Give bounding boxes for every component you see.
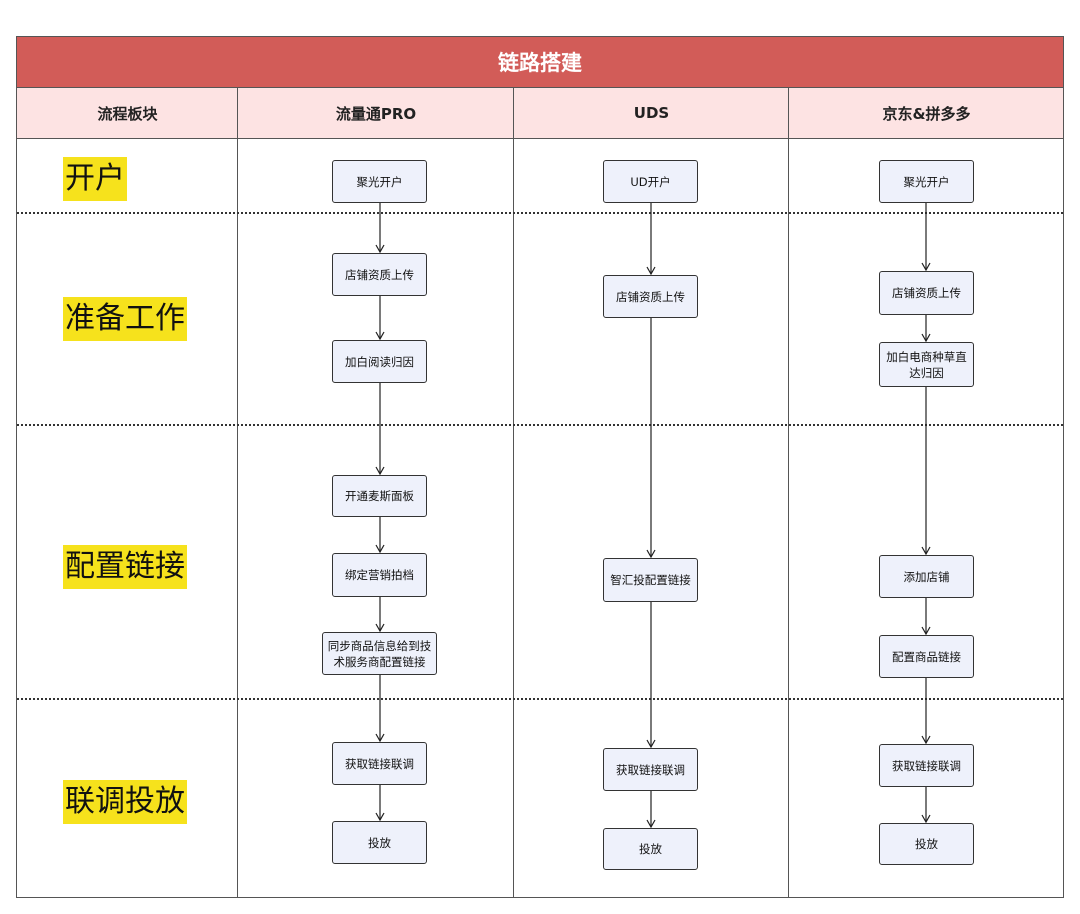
step-box: 聚光开户 xyxy=(332,160,427,203)
step-box: 店铺资质上传 xyxy=(603,275,698,318)
step-box: 投放 xyxy=(879,823,974,865)
step-box: 加白电商种草直达归因 xyxy=(879,342,974,387)
stage-label-prep: 准备工作 xyxy=(63,297,187,341)
step-box: 开通麦斯面板 xyxy=(332,475,427,517)
header-stage: 流程板块 xyxy=(97,104,158,123)
step-box: 投放 xyxy=(332,821,427,864)
column-divider xyxy=(237,88,238,898)
step-box: 获取链接联调 xyxy=(603,748,698,791)
lane-separator xyxy=(17,424,1063,426)
stage-label-launch: 联调投放 xyxy=(63,780,187,824)
step-box: 智汇投配置链接 xyxy=(603,558,698,602)
diagram-title-text: 链路搭建 xyxy=(498,51,582,75)
header-row: 流程板块 流量通PRO UDS 京东&拼多多 xyxy=(16,88,1064,139)
step-box: 店铺资质上传 xyxy=(332,253,427,296)
stage-label-kaihu: 开户 xyxy=(63,157,127,201)
step-box: UD开户 xyxy=(603,160,698,203)
step-box: 同步商品信息给到技术服务商配置链接 xyxy=(322,632,437,675)
stage-label-config: 配置链接 xyxy=(63,545,187,589)
step-box: 获取链接联调 xyxy=(879,744,974,787)
diagram-title: 链路搭建 xyxy=(16,36,1064,88)
header-liuliangtong: 流量通PRO xyxy=(335,104,417,123)
step-box: 获取链接联调 xyxy=(332,742,427,785)
lane-separator xyxy=(17,698,1063,700)
header-uds: UDS xyxy=(633,104,670,122)
column-divider xyxy=(513,88,514,898)
step-box: 投放 xyxy=(603,828,698,870)
header-jd-pdd: 京东&拼多多 xyxy=(882,104,971,123)
step-box: 聚光开户 xyxy=(879,160,974,203)
step-box: 添加店铺 xyxy=(879,555,974,598)
step-box: 店铺资质上传 xyxy=(879,271,974,315)
column-divider xyxy=(788,88,789,898)
step-box: 加白阅读归因 xyxy=(332,340,427,383)
step-box: 配置商品链接 xyxy=(879,635,974,678)
step-box: 绑定营销拍档 xyxy=(332,553,427,597)
lane-separator xyxy=(17,212,1063,214)
